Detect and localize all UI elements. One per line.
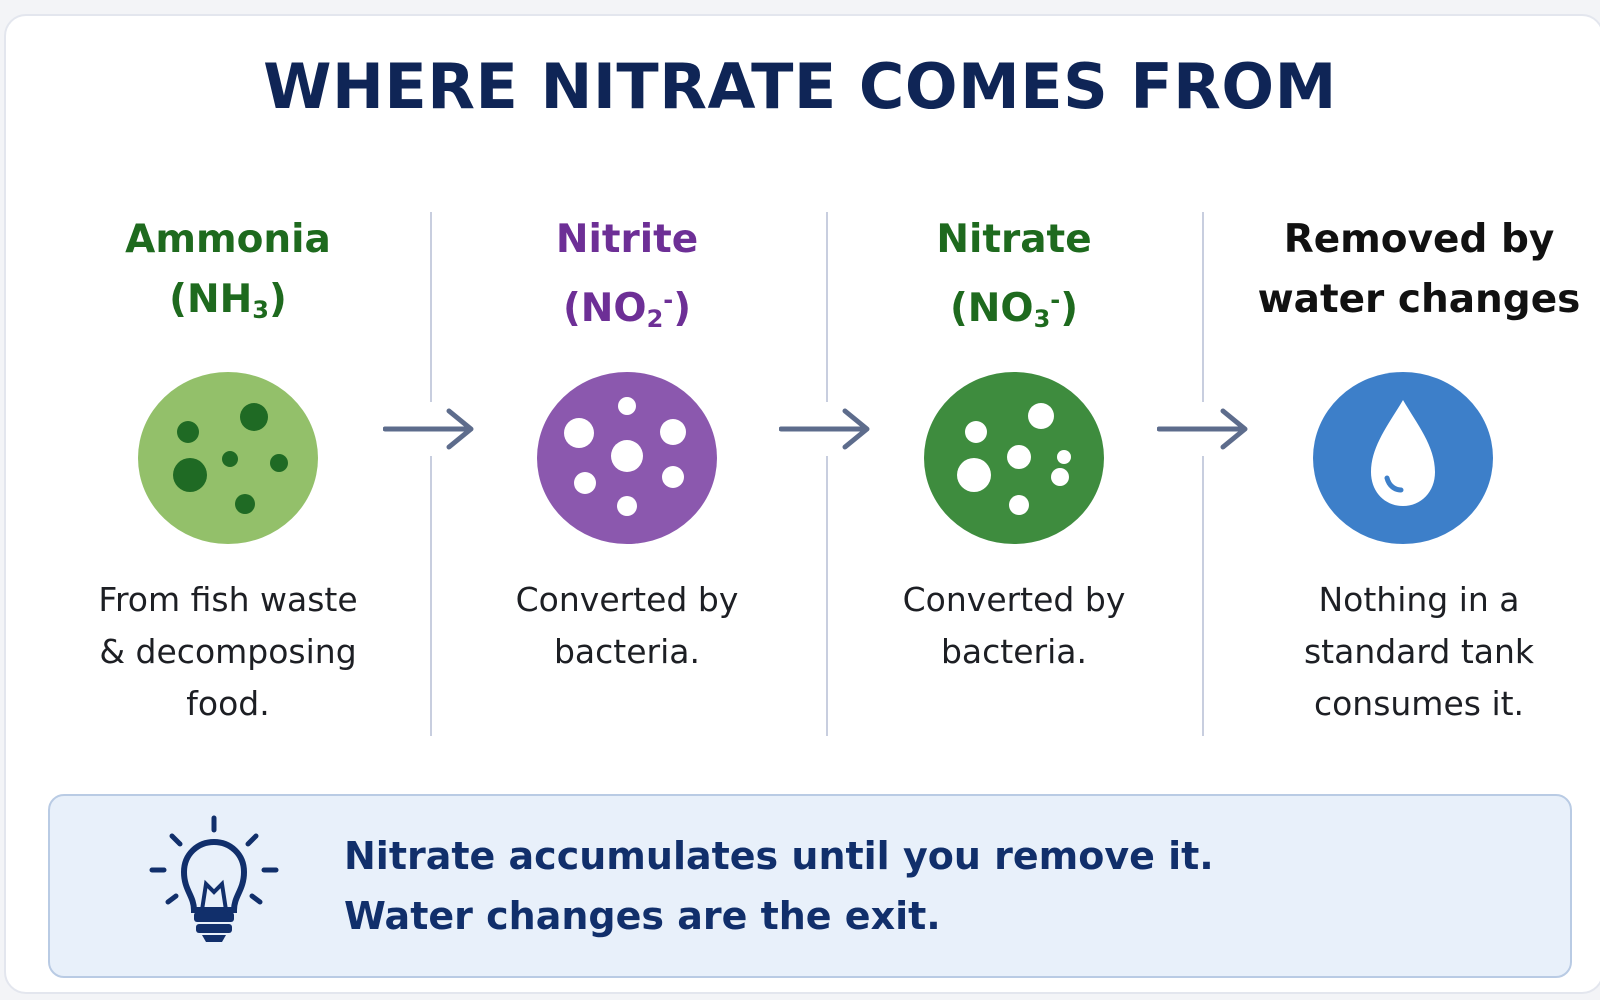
key-takeaway-text: Nitrate accumulates until you remove it.… bbox=[344, 834, 1214, 938]
stage-nitrite-name: Nitrite bbox=[555, 217, 699, 262]
stage-nitrate-heading: Nitrate (NO3-) bbox=[834, 210, 1194, 349]
arrow-right-icon bbox=[1157, 402, 1253, 456]
stage-water-change-name-line2: water changes bbox=[1257, 277, 1581, 322]
stage-ammonia-heading: Ammonia (NH3) bbox=[48, 210, 408, 340]
ammonia-particles-icon bbox=[138, 372, 318, 544]
stage-nitrite-formula: (NO2-) bbox=[562, 286, 692, 334]
nitrite-particles-icon bbox=[537, 372, 717, 544]
stage-nitrite-description: Converted by bacteria. bbox=[515, 580, 739, 671]
stage-ammonia-formula: (NH3) bbox=[169, 277, 287, 324]
divider-1 bbox=[430, 212, 432, 736]
stage-water-change: Removed by water changes Nothing in a st… bbox=[1229, 0, 1600, 1000]
page-title: WHERE NITRATE COMES FROM bbox=[263, 50, 1337, 123]
stage-nitrate-formula: (NO3-) bbox=[949, 286, 1079, 334]
stage-water-change-heading: Removed by water changes bbox=[1229, 210, 1600, 330]
lightbulb-icon bbox=[146, 814, 282, 954]
stage-ammonia-name: Ammonia bbox=[125, 217, 331, 262]
stage-nitrite-heading: Nitrite (NO2-) bbox=[447, 210, 807, 349]
stage-ammonia: Ammonia (NH3) From fish waste & decompos… bbox=[48, 0, 408, 1000]
divider-2 bbox=[826, 212, 828, 736]
stage-nitrate-description: Converted by bacteria. bbox=[902, 580, 1126, 671]
divider-3 bbox=[1202, 212, 1204, 736]
stage-nitrite: Nitrite (NO2-) Converted by bacteria. bbox=[447, 0, 807, 1000]
stage-water-change-name: Removed by bbox=[1283, 217, 1555, 262]
stage-nitrate: Nitrate (NO3-) Converted by bacteria. bbox=[834, 0, 1194, 1000]
stage-nitrate-name: Nitrate bbox=[936, 217, 1092, 262]
arrow-right-icon bbox=[383, 402, 479, 456]
water-drop-icon bbox=[1313, 372, 1493, 544]
nitrate-particles-icon bbox=[924, 372, 1104, 544]
stage-ammonia-description: From fish waste & decomposing food. bbox=[98, 580, 358, 723]
stage-water-change-description: Nothing in a standard tank consumes it. bbox=[1303, 580, 1535, 723]
arrow-right-icon bbox=[779, 402, 875, 456]
key-takeaway-banner: Nitrate accumulates until you remove it.… bbox=[48, 794, 1572, 978]
